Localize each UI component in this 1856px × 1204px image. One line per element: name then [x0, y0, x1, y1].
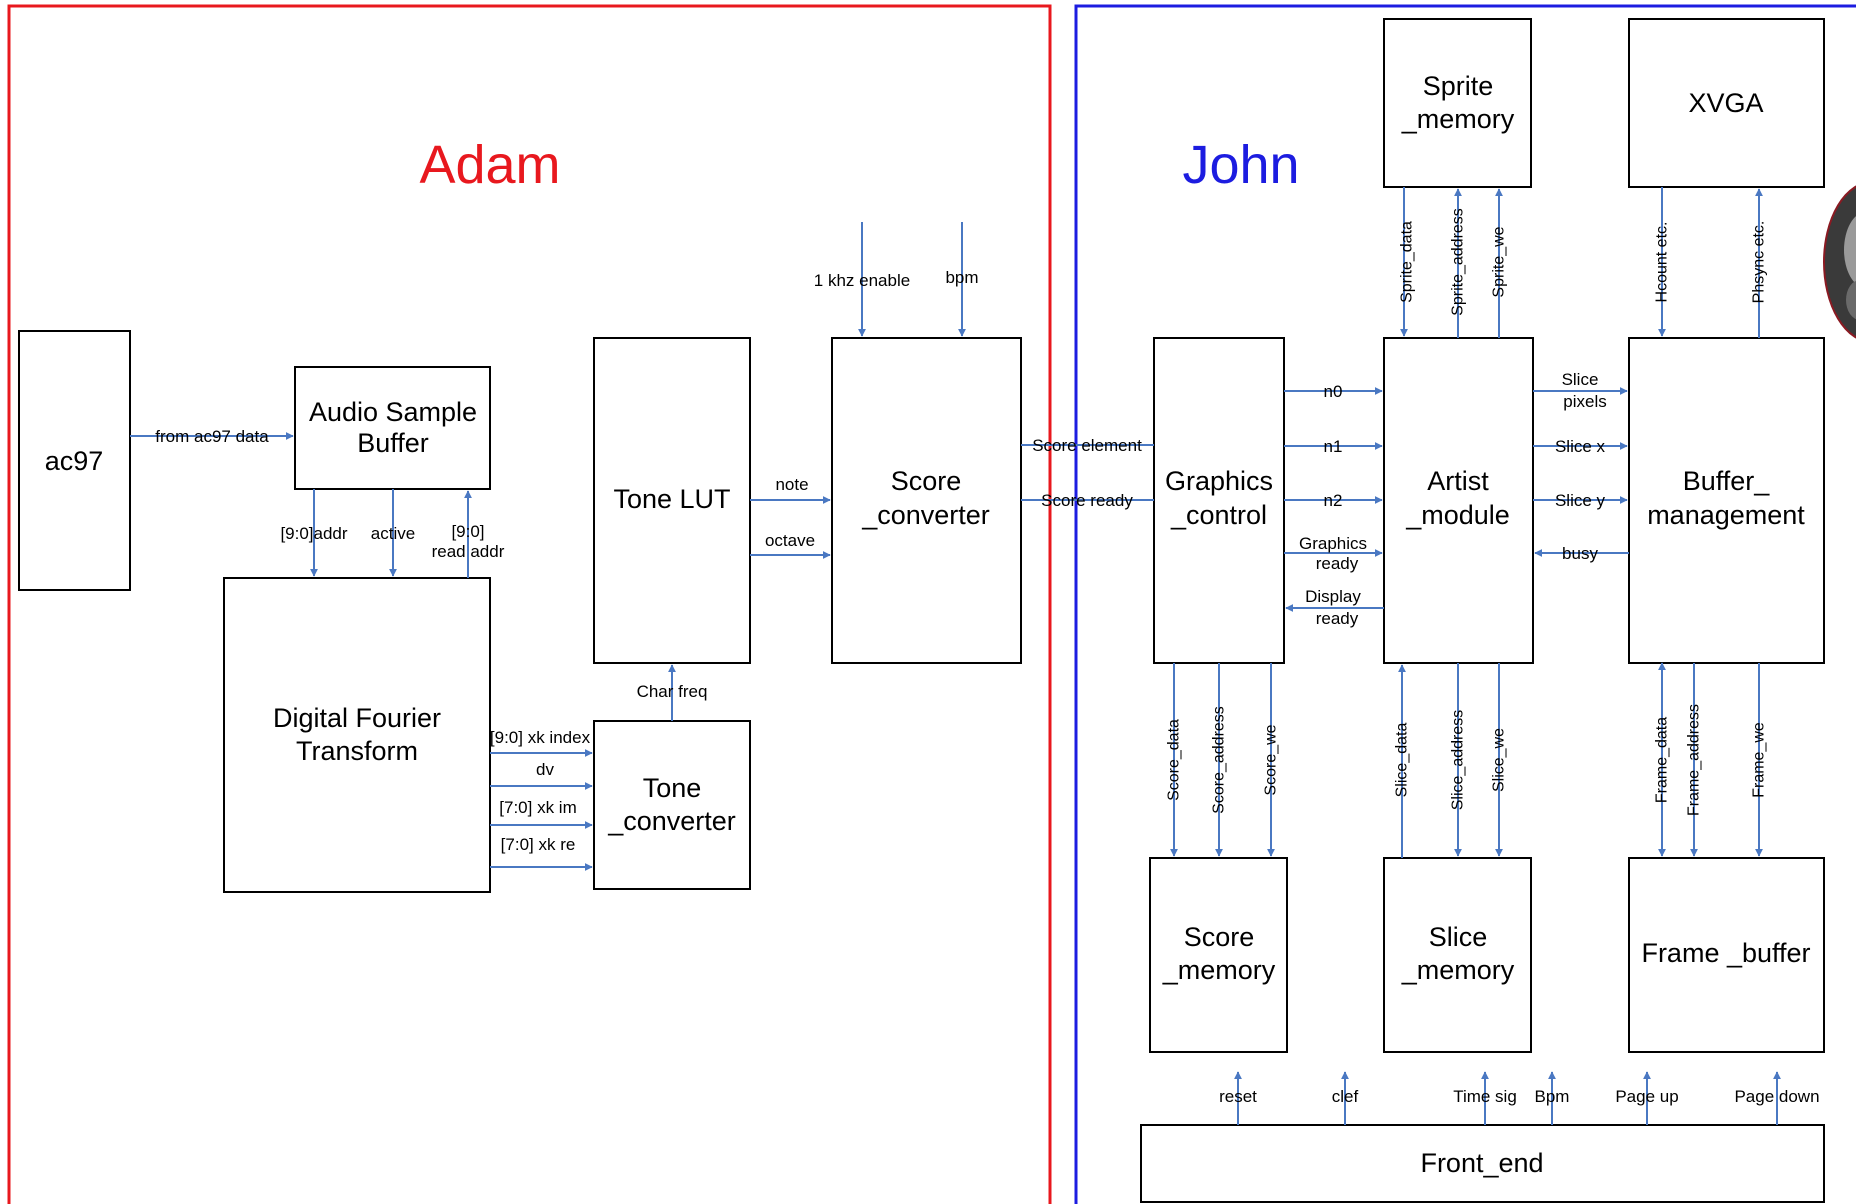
- score-address-label: Score_address: [1211, 706, 1228, 814]
- front-end-label: Front_end: [1420, 1148, 1543, 1178]
- tone-converter-label-1: Tone: [643, 773, 702, 803]
- slice-we-label: Slice_we: [1491, 728, 1508, 792]
- graphics-ready-label-2: ready: [1316, 554, 1359, 573]
- score-memory-label-2: _memory: [1162, 955, 1276, 985]
- slice-memory-label-2: _memory: [1401, 955, 1515, 985]
- partial-photo: [1824, 182, 1856, 342]
- khz-enable-label: 1 khz enable: [814, 271, 910, 290]
- frame-buffer-block: Frame _buffer: [1629, 858, 1824, 1052]
- busy-label: busy: [1562, 544, 1598, 563]
- score-converter-label-1: Score: [891, 466, 962, 496]
- read-addr-label-2: read addr: [432, 542, 505, 561]
- char-freq-label: Char freq: [637, 682, 708, 701]
- frame-data-label: Frame_data: [1654, 717, 1671, 803]
- buffer-management-label-1: Buffer_: [1683, 466, 1771, 496]
- bpm-in-label: bpm: [945, 268, 978, 287]
- display-ready-label-1: Display: [1305, 587, 1361, 606]
- reset-label: reset: [1219, 1087, 1257, 1106]
- artist-module-label-2: _module: [1405, 500, 1510, 530]
- active-label: active: [371, 524, 415, 543]
- score-we-label: Score_we: [1263, 724, 1280, 795]
- ac97-block: ac97: [19, 331, 130, 590]
- score-converter-block: Score _converter: [832, 338, 1021, 663]
- dv-label: dv: [536, 760, 554, 779]
- frame-address-label: Frame_address: [1686, 704, 1703, 816]
- addr-label: [9:0]addr: [280, 524, 347, 543]
- slice-data-label: Slice_data: [1394, 723, 1411, 798]
- score-ready-label: Score ready: [1041, 491, 1133, 510]
- octave-label: octave: [765, 531, 815, 550]
- xk-re-label: [7:0] xk re: [501, 835, 576, 854]
- audio-sample-buffer-label-1: Audio Sample: [309, 397, 477, 427]
- slice-pixels-label-2: pixels: [1563, 392, 1606, 411]
- slice-x-label: Slice x: [1555, 437, 1606, 456]
- page-down-label: Page down: [1734, 1087, 1819, 1106]
- xk-im-label: [7:0] xk im: [499, 798, 576, 817]
- xvga-block: XVGA: [1629, 19, 1824, 187]
- from-ac97-data-label: from ac97 data: [155, 427, 269, 446]
- sprite-memory-label-2: _memory: [1401, 104, 1515, 134]
- score-element-label: Score element: [1032, 436, 1142, 455]
- n0-label: n0: [1324, 382, 1343, 401]
- john-section-title: John: [1182, 135, 1299, 195]
- frame-we-label: Frame_we: [1751, 722, 1768, 798]
- ac97-label: ac97: [45, 446, 104, 476]
- graphics-control-block: Graphics _control: [1154, 338, 1284, 663]
- n1-label: n1: [1324, 437, 1343, 456]
- buffer-management-block: Buffer_ management: [1629, 338, 1824, 663]
- frame-buffer-label: Frame _buffer: [1641, 938, 1810, 968]
- score-memory-block: Score _memory: [1150, 858, 1287, 1052]
- score-data-label: Score_data: [1166, 719, 1183, 801]
- slice-address-label: Slice_address: [1450, 710, 1467, 811]
- graphics-control-label-2: _control: [1170, 500, 1267, 530]
- artist-module-label-1: Artist: [1427, 466, 1489, 496]
- slice-y-label: Slice y: [1555, 491, 1606, 510]
- bpm-out-label: Bpm: [1535, 1087, 1570, 1106]
- phsync-label: Phsync etc.: [1751, 221, 1768, 304]
- note-label: note: [775, 475, 808, 494]
- sprite-memory-block: Sprite _memory: [1384, 19, 1531, 187]
- front-end-block: Front_end: [1141, 1125, 1824, 1202]
- adam-section-title: Adam: [419, 135, 560, 195]
- score-converter-label-2: _converter: [861, 500, 990, 530]
- buffer-management-label-2: management: [1647, 500, 1805, 530]
- time-sig-label: Time sig: [1453, 1087, 1517, 1106]
- graphics-ready-label-1: Graphics: [1299, 534, 1367, 553]
- audio-sample-buffer-block: Audio Sample Buffer: [295, 367, 490, 489]
- tone-lut-block: Tone LUT: [594, 338, 750, 663]
- tone-converter-label-2: _converter: [607, 806, 736, 836]
- slice-memory-label-1: Slice: [1429, 922, 1488, 952]
- hcount-label: Hcount etc.: [1654, 222, 1671, 303]
- slice-memory-block: Slice _memory: [1384, 858, 1531, 1052]
- slice-pixels-label-1: Slice: [1562, 370, 1599, 389]
- clef-label: clef: [1332, 1087, 1359, 1106]
- tone-converter-block: Tone _converter: [594, 721, 750, 889]
- xk-index-label: [9:0] xk index: [490, 728, 591, 747]
- sprite-address-label: Sprite_address: [1450, 208, 1467, 316]
- graphics-control-label-1: Graphics: [1165, 466, 1273, 496]
- sprite-data-label: Sprite_data: [1399, 221, 1416, 303]
- digital-fourier-transform-block: Digital Fourier Transform: [224, 578, 490, 892]
- page-up-label: Page up: [1615, 1087, 1678, 1106]
- sprite-we-label: Sprite_we: [1491, 226, 1508, 297]
- sprite-memory-label-1: Sprite: [1423, 71, 1494, 101]
- dft-label-2: Transform: [296, 736, 418, 766]
- tone-lut-label: Tone LUT: [613, 484, 730, 514]
- n2-label: n2: [1324, 491, 1343, 510]
- artist-module-block: Artist _module: [1384, 338, 1533, 663]
- dft-label-1: Digital Fourier: [273, 703, 441, 733]
- score-memory-label-1: Score: [1184, 922, 1255, 952]
- display-ready-label-2: ready: [1316, 609, 1359, 628]
- audio-sample-buffer-label-2: Buffer: [357, 428, 429, 458]
- xvga-label: XVGA: [1688, 88, 1763, 118]
- read-addr-label-1: [9:0]: [451, 522, 484, 541]
